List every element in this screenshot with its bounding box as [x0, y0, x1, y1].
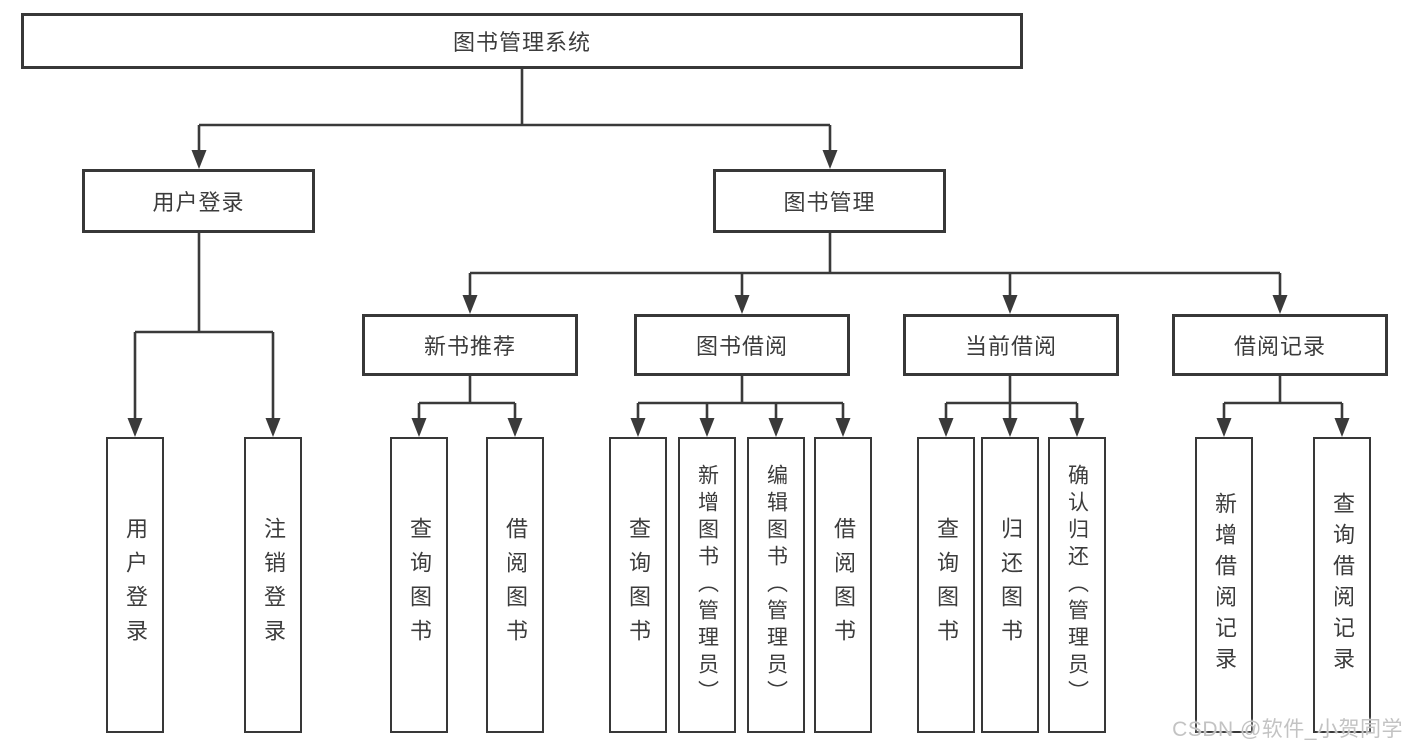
leaf-borrow-books-borrowing: 借阅图书 — [814, 437, 872, 733]
leaf-query-books-current: 查询图书 — [917, 437, 975, 733]
leaf-query-borrow-record: 查询借阅记录 — [1313, 437, 1371, 733]
leaf-confirm-return-admin: 确认归还（管理员） — [1048, 437, 1106, 733]
node-label: 新增图书（管理员） — [695, 463, 719, 707]
node-label: 查询图书 — [934, 517, 959, 653]
node-label: 用户登录 — [123, 517, 148, 653]
leaf-add-book-admin: 新增图书（管理员） — [678, 437, 736, 733]
node-label: 图书借阅 — [695, 334, 788, 359]
node-library-management-system: 图书管理系统 — [21, 13, 1023, 69]
arrowhead-icons — [127, 150, 1350, 437]
node-label: 新书推荐 — [423, 334, 516, 359]
leaf-borrow-books-recommend: 借阅图书 — [486, 437, 544, 733]
node-label: 用户登录 — [152, 190, 245, 215]
leaf-return-books: 归还图书 — [981, 437, 1039, 733]
node-label: 图书管理系统 — [452, 30, 591, 55]
node-user-login: 用户登录 — [82, 169, 315, 233]
node-label: 新增借阅记录 — [1212, 492, 1237, 678]
node-book-borrowing: 图书借阅 — [634, 314, 850, 376]
node-label: 借阅图书 — [503, 517, 528, 653]
node-borrowing-records: 借阅记录 — [1172, 314, 1388, 376]
node-label: 借阅图书 — [831, 517, 856, 653]
leaf-user-login: 用户登录 — [106, 437, 164, 733]
node-label: 查询借阅记录 — [1330, 492, 1355, 678]
node-label: 借阅记录 — [1233, 334, 1326, 359]
node-label: 注销登录 — [261, 517, 286, 653]
leaf-edit-book-admin: 编辑图书（管理员） — [747, 437, 805, 733]
node-label: 当前借阅 — [964, 334, 1057, 359]
leaf-query-books-borrowing: 查询图书 — [609, 437, 667, 733]
leaf-query-books-recommend: 查询图书 — [390, 437, 448, 733]
node-label: 查询图书 — [626, 517, 651, 653]
leaf-logout: 注销登录 — [244, 437, 302, 733]
leaf-add-borrow-record: 新增借阅记录 — [1195, 437, 1253, 733]
node-current-borrowing: 当前借阅 — [903, 314, 1119, 376]
node-new-book-recommendation: 新书推荐 — [362, 314, 578, 376]
node-book-management: 图书管理 — [713, 169, 946, 233]
node-label: 图书管理 — [783, 190, 876, 215]
node-label: 查询图书 — [407, 517, 432, 653]
node-label: 归还图书 — [998, 517, 1023, 653]
node-label: 编辑图书（管理员） — [764, 463, 788, 707]
csdn-watermark: CSDN @软件_小贺同学 — [1172, 718, 1403, 741]
node-label: 确认归还（管理员） — [1065, 463, 1089, 707]
